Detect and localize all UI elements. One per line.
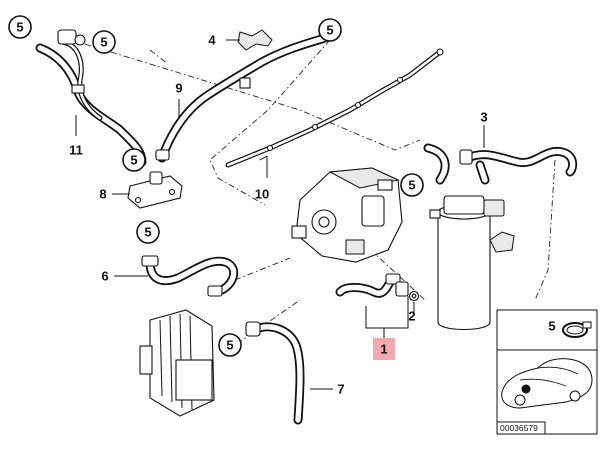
callout-5-f: 5 — [400, 173, 424, 197]
hose-3 — [423, 143, 578, 185]
location-marker-icon — [521, 384, 531, 394]
hose-9 — [155, 33, 330, 163]
part-number-labels: 4 9 11 10 3 8 6 7 2 — [69, 33, 487, 397]
svg-text:5: 5 — [130, 153, 137, 168]
part-label-3: 3 — [480, 110, 487, 125]
highlight-box — [373, 338, 395, 360]
callout-5-g: 5 — [218, 333, 242, 357]
svg-text:5: 5 — [226, 338, 233, 353]
fuel-filter-canister — [429, 195, 515, 330]
part-label-7: 7 — [337, 382, 344, 397]
part-label-9: 9 — [175, 81, 182, 96]
part-label-2: 2 — [408, 309, 415, 324]
hose-11 — [35, 29, 147, 167]
svg-text:5: 5 — [326, 23, 333, 38]
callout-5-e: 5 — [136, 220, 160, 244]
leader-lines — [75, 39, 485, 390]
distributor-part-8 — [127, 171, 183, 209]
reference-number: 00036579 — [500, 423, 538, 433]
callout-5-c: 5 — [318, 18, 342, 42]
part-label-1: 1 — [380, 342, 387, 357]
hose-7 — [245, 321, 305, 425]
part-label-11: 11 — [69, 143, 83, 158]
highlighted-part-1: 1 — [373, 338, 395, 360]
part-label-8: 8 — [99, 187, 106, 202]
svg-text:5: 5 — [144, 225, 151, 240]
part-label-10: 10 — [255, 187, 269, 202]
inset-part-label-5: 5 — [548, 319, 555, 334]
hose-6 — [141, 255, 239, 297]
svg-text:5: 5 — [408, 178, 415, 193]
high-pressure-pump — [291, 167, 403, 263]
part-label-4: 4 — [208, 33, 216, 48]
clamp-part-4 — [237, 29, 273, 51]
car-outline-icon — [501, 358, 593, 409]
seal-ring-part-2 — [408, 290, 420, 302]
hose-clamp-icon — [562, 321, 592, 338]
fuel-line-10 — [225, 48, 444, 168]
fuel-cooler — [139, 309, 215, 417]
callout-5-b: 5 — [92, 30, 116, 54]
callout-5-a: 5 — [8, 15, 32, 39]
fuel-line-1 — [335, 273, 409, 298]
callout-5-d: 5 — [122, 148, 146, 172]
callout-circles: 5 5 5 5 5 5 5 — [8, 15, 424, 357]
part-label-6: 6 — [101, 269, 108, 284]
svg-text:5: 5 — [16, 20, 23, 35]
vehicle-inset: 5 00036579 — [496, 309, 598, 435]
svg-text:5: 5 — [100, 35, 107, 50]
